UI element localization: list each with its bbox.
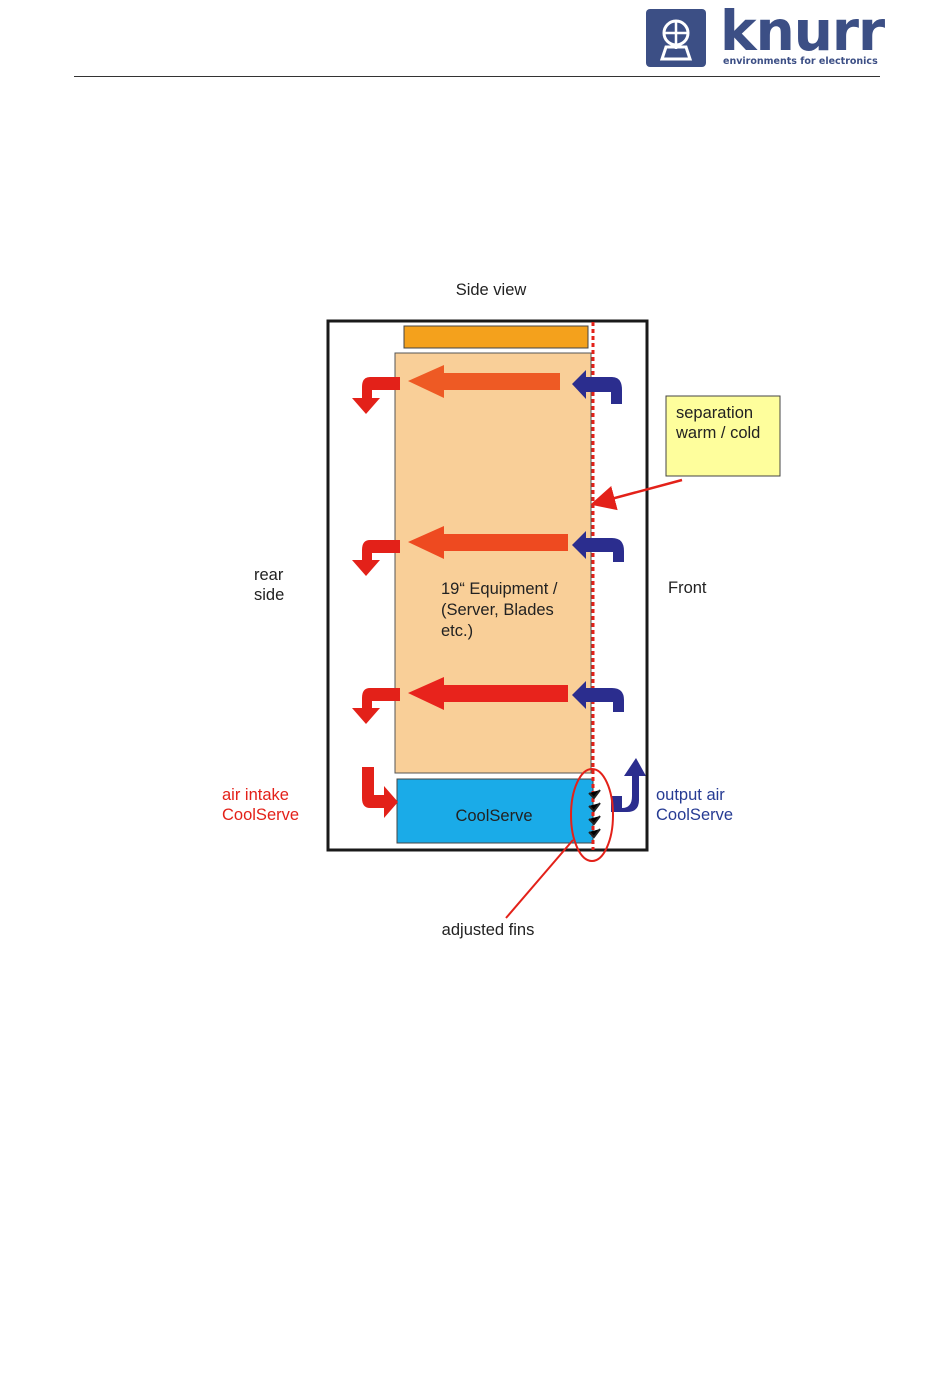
fins-pointer [506, 840, 573, 918]
separation-label-line1: separation [676, 404, 753, 422]
equipment-block [395, 353, 591, 773]
output-air-label-line2: CoolServe [656, 806, 733, 824]
top-unit [404, 326, 588, 348]
rear-label-line2: side [254, 586, 284, 604]
equipment-label-line2: (Server, Blades [441, 601, 554, 619]
separation-label-line2: warm / cold [675, 424, 760, 442]
air-intake-label-line2: CoolServe [222, 806, 299, 824]
rear-label-line1: rear [254, 566, 284, 584]
equipment-label-line3: etc.) [441, 622, 473, 640]
equipment-label-line1: 19“ Equipment / [441, 580, 558, 598]
air-intake-label-line1: air intake [222, 786, 289, 804]
output-air-label-line1: output air [656, 786, 725, 804]
diagram-title: Side view [456, 281, 527, 299]
fins-label: adjusted fins [442, 921, 535, 939]
coolserve-label: CoolServe [455, 807, 532, 825]
front-label: Front [668, 579, 707, 597]
